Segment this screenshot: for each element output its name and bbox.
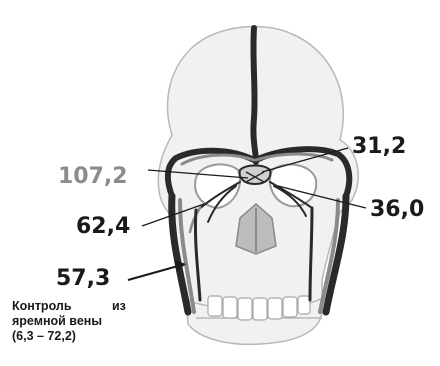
value-left-grey: 107,2 <box>58 166 128 188</box>
value-left-mid: 62,4 <box>76 216 130 238</box>
value-right-mid: 36,0 <box>370 199 424 221</box>
note-word-control: Контроль <box>12 299 112 314</box>
control-note: Контрольиз яремной вены (6,3 – 72,2) <box>12 299 126 344</box>
note-line-2: яремной вены <box>12 314 126 329</box>
value-top-right: 31,2 <box>352 136 406 158</box>
superior-sagittal-sinus <box>253 28 256 162</box>
note-line-1: Контрольиз <box>12 299 126 314</box>
value-left-low: 57,3 <box>56 268 110 290</box>
note-word-from: из <box>112 299 126 313</box>
note-line-3: (6,3 – 72,2) <box>12 329 126 344</box>
cavernous-sinus <box>240 166 271 185</box>
teeth <box>208 296 310 320</box>
